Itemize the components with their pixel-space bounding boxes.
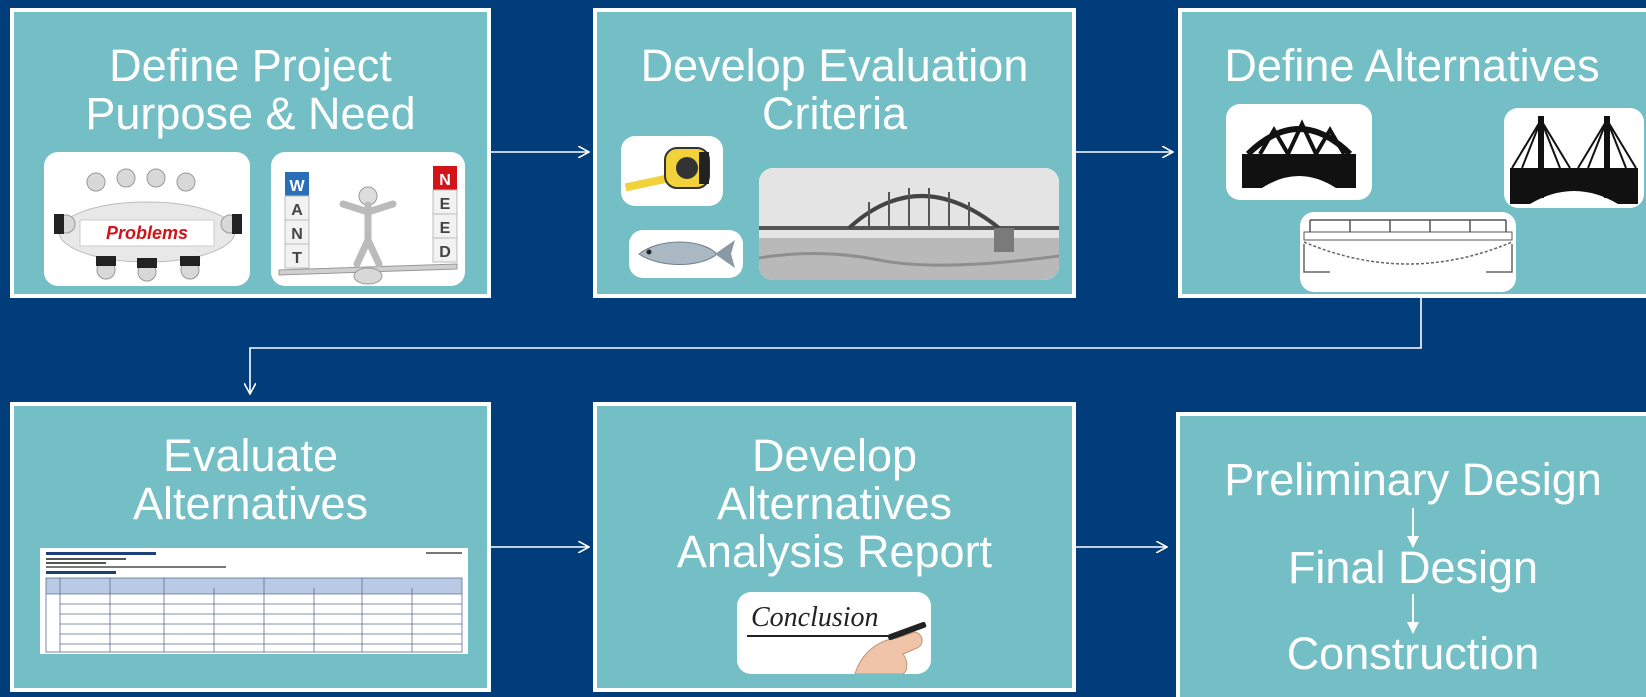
arrow-step3-to-step4	[250, 297, 1422, 393]
need-letter: E	[440, 196, 451, 213]
step-define-purpose-need: Define Project Purpose & Need Problems	[10, 8, 491, 298]
step-title: Define Alternatives	[1182, 42, 1642, 90]
step-title: Develop Alternatives Analysis Report	[597, 432, 1072, 576]
step-title-line: Purpose & Need	[85, 88, 416, 139]
step-develop-criteria: Develop Evaluation Criteria	[593, 8, 1076, 298]
step-title: Define Project Purpose & Need	[14, 42, 487, 138]
step-title-line: Evaluate	[162, 430, 339, 481]
step-title-line: Develop	[751, 430, 918, 481]
step-define-alternatives: Define Alternatives	[1178, 8, 1646, 298]
step-title-line: Define Project	[109, 40, 392, 91]
step-title-line: Alternatives	[716, 478, 953, 529]
problems-label: Problems	[106, 223, 188, 243]
stage-arrow-down-icon	[1407, 508, 1419, 548]
step-title: Evaluate Alternatives	[14, 432, 487, 528]
stage-preliminary-design: Preliminary Design	[1224, 454, 1602, 505]
tape-measure-icon	[621, 136, 723, 206]
step-title: Develop Evaluation Criteria	[597, 42, 1072, 138]
want-letter: T	[292, 250, 302, 267]
want-letter: N	[291, 226, 303, 243]
meeting-table-icon: Problems	[44, 152, 250, 286]
stage-arrow-down-icon	[1407, 594, 1419, 634]
step-title-line: Define Alternatives	[1224, 40, 1600, 91]
need-letter: E	[440, 220, 451, 237]
need-letter: D	[439, 244, 451, 261]
want-letter: A	[291, 202, 303, 219]
fish-icon	[629, 230, 743, 278]
arch-bridge-photo	[759, 168, 1059, 280]
beam-bridge-icon	[1300, 212, 1516, 292]
conclusion-handwriting-icon: Conclusion	[737, 592, 931, 674]
balance-scale-icon: W A N T N E E D	[271, 152, 465, 286]
step-title-line: Criteria	[761, 88, 908, 139]
step-title-line: Analysis Report	[676, 526, 993, 577]
stage-construction: Construction	[1286, 628, 1540, 679]
conclusion-label: Conclusion	[751, 602, 879, 633]
step-evaluate-alternatives: Evaluate Alternatives	[10, 402, 491, 692]
stage-final-design: Final Design	[1287, 542, 1539, 593]
want-letter: W	[289, 178, 305, 195]
step-title-line: Develop Evaluation	[640, 40, 1029, 91]
cable-stayed-bridge-icon	[1504, 108, 1644, 208]
step-title-line: Alternatives	[132, 478, 369, 529]
step-develop-report: Develop Alternatives Analysis Report Con…	[593, 402, 1076, 692]
truss-bridge-icon	[1226, 104, 1372, 200]
design-construction-stages: Preliminary Design Final Design Construc…	[1176, 412, 1646, 697]
need-letter: N	[439, 172, 451, 189]
alternatives-matrix-thumbnail	[40, 548, 468, 654]
